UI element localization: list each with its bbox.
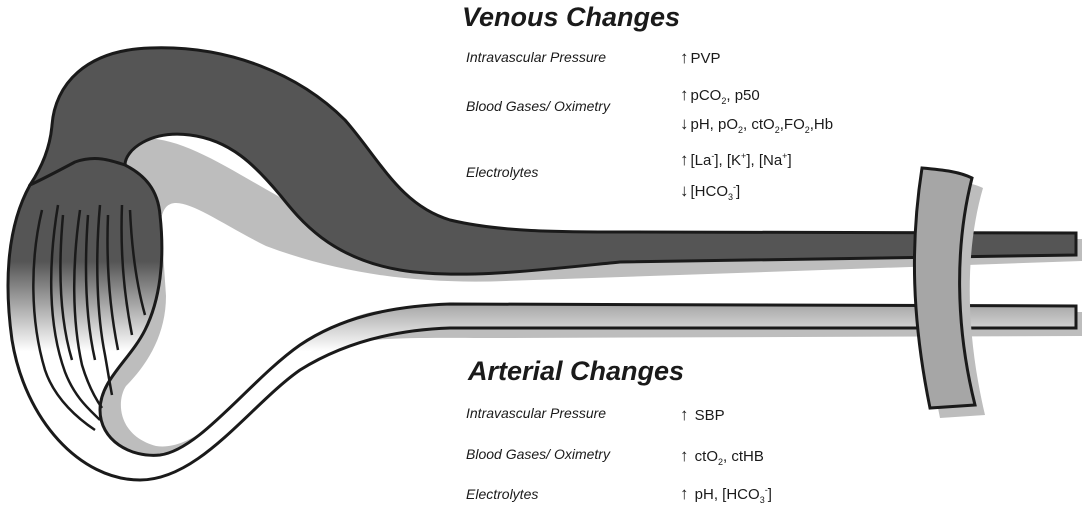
down-arrow-icon: ↓ <box>680 114 689 133</box>
venous-label-pressure: Intravascular Pressure <box>466 49 607 65</box>
arterial-title: Arterial Changes <box>468 356 685 386</box>
venous-label-electrolytes: Electrolytes <box>466 164 539 180</box>
vein <box>27 46 1078 276</box>
up-arrow-icon: ↑ <box>680 484 689 503</box>
arterial-label-electrolytes: Electrolytes <box>466 486 539 502</box>
venous-label-gases: Blood Gases/ Oximetry <box>466 98 610 114</box>
tourniquet <box>912 166 985 418</box>
venous-value-electrolytes-1: ↑[La-], [K+], [Na+] <box>680 150 792 169</box>
arterial-label-gases: Blood Gases/ Oximetry <box>466 446 610 462</box>
arterial-value-pressure: ↑ SBP <box>680 405 725 424</box>
capillary-loops <box>32 204 147 432</box>
up-arrow-icon: ↑ <box>680 150 689 169</box>
up-arrow-icon: ↑ <box>680 446 689 465</box>
venous-value-gases-2: ↓pH, pO2, ctO2,FO2,Hb <box>680 114 834 135</box>
venous-value-gases-1: ↑pCO2, p50 <box>680 85 760 106</box>
arterial-value-electrolytes: ↑ pH, [HCO3-] <box>680 484 772 505</box>
down-arrow-icon: ↓ <box>680 181 689 200</box>
capillary-bed <box>6 157 1078 482</box>
up-arrow-icon: ↑ <box>680 405 689 424</box>
venous-value-electrolytes-2: ↓[HCO3-] <box>680 181 741 202</box>
up-arrow-icon: ↑ <box>680 48 689 67</box>
up-arrow-icon: ↑ <box>680 85 689 104</box>
venous-value-pressure-1: ↑PVP <box>680 48 721 67</box>
arterial-value-gases: ↑ ctO2, ctHB <box>680 446 764 467</box>
vessel-shadow <box>14 138 1082 472</box>
venous-title: Venous Changes <box>462 2 681 32</box>
arterial-label-pressure: Intravascular Pressure <box>466 405 607 421</box>
